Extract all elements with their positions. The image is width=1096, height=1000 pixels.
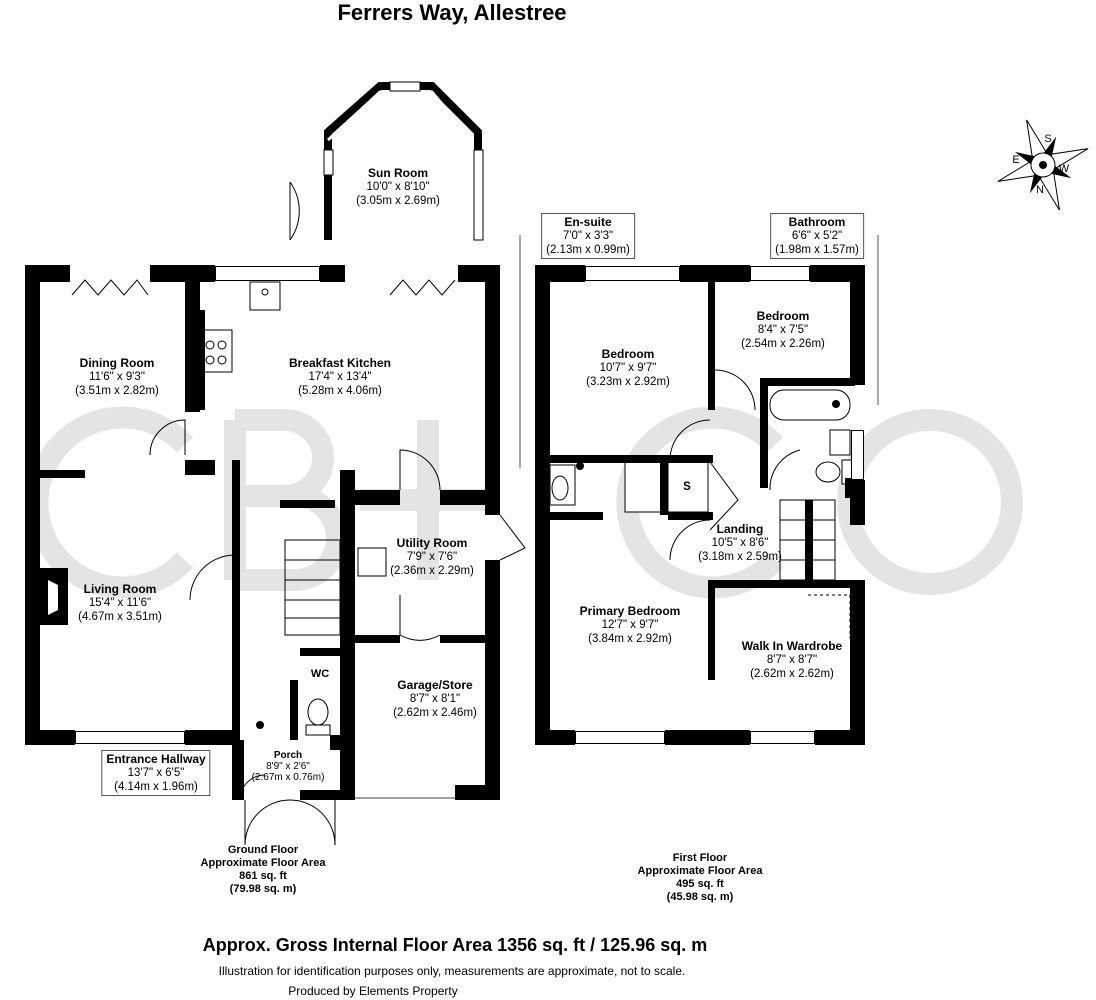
door xyxy=(769,449,801,491)
wall xyxy=(280,500,335,508)
wall xyxy=(805,500,813,580)
window xyxy=(750,731,815,744)
wall xyxy=(330,735,355,750)
wall xyxy=(708,580,715,680)
wall xyxy=(535,265,585,282)
window xyxy=(750,266,810,281)
wall xyxy=(185,730,235,745)
fixtures xyxy=(199,281,853,736)
sun-room-bay xyxy=(324,82,482,240)
wall xyxy=(232,790,244,800)
wall xyxy=(165,265,215,282)
door xyxy=(189,554,236,601)
wall xyxy=(850,580,865,745)
wall xyxy=(232,460,240,750)
door xyxy=(289,181,300,241)
wall xyxy=(25,265,40,745)
wall xyxy=(195,310,205,410)
wall xyxy=(300,648,340,656)
wall xyxy=(760,378,768,488)
wc-label: WC xyxy=(310,668,330,680)
wall xyxy=(485,265,500,515)
gross-area: Approx. Gross Internal Floor Area 1356 s… xyxy=(202,935,708,955)
produced-by: Produced by Elements Property xyxy=(288,984,458,998)
door xyxy=(714,369,756,411)
door xyxy=(149,419,186,456)
wall xyxy=(660,455,668,515)
compass-n: N xyxy=(1036,184,1044,196)
window xyxy=(215,266,320,281)
window xyxy=(575,731,665,744)
wall xyxy=(708,580,853,588)
wall xyxy=(845,478,853,498)
storage-label: S xyxy=(683,481,691,493)
wall xyxy=(548,455,713,463)
door xyxy=(709,461,739,531)
wall xyxy=(40,470,85,478)
wall xyxy=(290,680,298,740)
wall xyxy=(708,280,715,410)
wall xyxy=(455,785,500,800)
wall xyxy=(440,635,500,643)
wall xyxy=(485,560,500,785)
door xyxy=(669,519,711,561)
wall xyxy=(668,512,713,520)
wall xyxy=(760,378,855,386)
wall xyxy=(548,512,603,520)
compass-icon xyxy=(997,119,1089,211)
compass-e: E xyxy=(1012,154,1020,166)
door xyxy=(669,419,711,461)
window xyxy=(851,430,864,480)
door xyxy=(499,514,526,561)
door xyxy=(399,595,441,641)
wall xyxy=(535,730,575,745)
watermark-letter-o xyxy=(837,409,1023,595)
wall xyxy=(680,265,750,282)
wall xyxy=(440,490,500,505)
wall xyxy=(320,265,345,282)
window xyxy=(75,731,185,744)
wall xyxy=(185,460,215,475)
wall xyxy=(355,490,400,505)
wall xyxy=(25,730,75,745)
compass-s: S xyxy=(1044,133,1052,145)
door xyxy=(399,449,441,491)
wall xyxy=(665,730,750,745)
page-title: Ferrers Way, Allestree xyxy=(337,0,567,25)
wall xyxy=(850,480,865,525)
wall xyxy=(340,470,355,795)
wall xyxy=(355,635,400,643)
wall xyxy=(232,740,244,800)
window xyxy=(585,266,680,281)
compass-w: W xyxy=(1058,163,1070,175)
wall xyxy=(850,265,865,385)
disclaimer: Illustration for identification purposes… xyxy=(218,964,686,978)
wall xyxy=(535,265,550,745)
wall xyxy=(300,790,355,800)
